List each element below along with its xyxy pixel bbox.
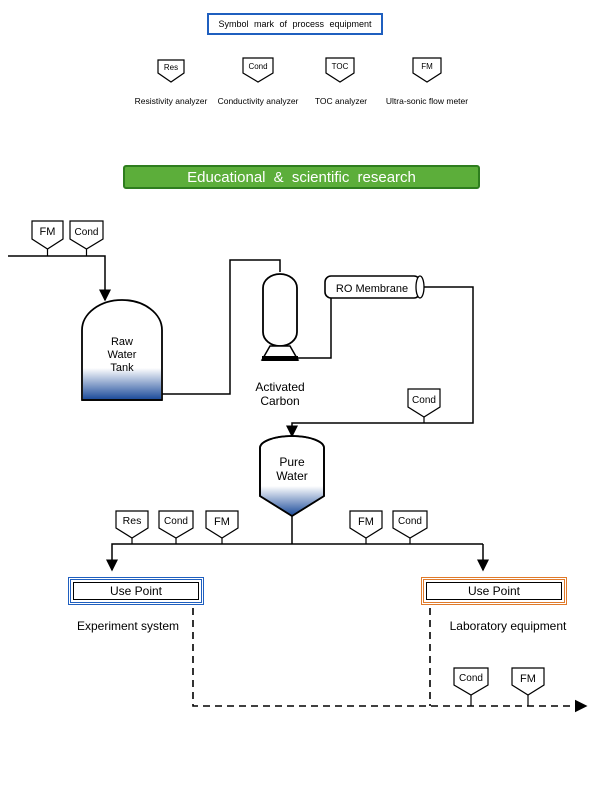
legend-title: Symbol mark of process equipment (207, 13, 383, 35)
inlet-fm-symbol: FM (31, 220, 64, 256)
legend-toc-symbol: TOC (325, 57, 355, 83)
raw-tank-label-3: Tank (110, 362, 134, 374)
section-banner: Educational & scientific research (123, 165, 480, 189)
activated-carbon-vessel (260, 273, 300, 361)
header-cond-tag-1: Cond (164, 516, 188, 527)
return-cond-symbol: Cond (453, 667, 489, 706)
legend-res-label: Resistivity analyzer (134, 96, 208, 106)
ro-membrane (324, 275, 425, 299)
header-res-symbol: Res (115, 510, 149, 544)
header-cond-tag-2: Cond (398, 516, 422, 527)
return-line-dashed (192, 608, 588, 713)
laboratory-equipment-caption: Laboratory equipment (449, 619, 567, 633)
pipe-carbon-to-ro (290, 287, 332, 359)
legend-cond-symbol: Cond (242, 57, 274, 83)
header-res-tag: Res (123, 515, 142, 527)
header-cond-symbol-2: Cond (392, 510, 428, 544)
header-fm-symbol-1: FM (205, 510, 239, 544)
header-fm-tag-2: FM (358, 516, 374, 528)
legend-toc-label: TOC analyzer (314, 96, 368, 106)
legend-fm-tag: FM (421, 62, 433, 71)
legend-fm-symbol: FM (412, 57, 442, 83)
carbon-label-1: Activated (255, 380, 304, 394)
header-fm-tag-1: FM (214, 516, 230, 528)
pure-tank-label-2: Water (276, 469, 308, 483)
return-fm-symbol: FM (511, 667, 545, 706)
ro-cond-symbol: Cond (407, 388, 441, 423)
use-point-laboratory: Use Point (421, 577, 567, 605)
legend-cond-label: Conductivity analyzer (217, 96, 299, 106)
header-pipe-left (106, 543, 483, 572)
ro-label: RO Membrane (336, 283, 408, 295)
legend-cond-tag: Cond (248, 62, 267, 71)
pipe-ro-to-pure (286, 286, 474, 438)
use-point-experiment: Use Point (68, 577, 204, 605)
raw-tank-label-2: Water (108, 349, 137, 361)
legend-toc-tag: TOC (332, 62, 349, 71)
inlet-pipe (8, 255, 111, 302)
return-cond-tag: Cond (459, 673, 483, 684)
carbon-label-2: Carbon (260, 394, 299, 408)
legend-res-symbol: Res (157, 59, 185, 83)
raw-tank-label-1: Raw (111, 336, 133, 348)
inlet-fm-tag: FM (40, 226, 56, 238)
pure-water-tank (259, 435, 325, 518)
pure-tank-label-1: Pure (279, 455, 305, 469)
inlet-cond-tag: Cond (75, 227, 99, 238)
ro-cond-tag: Cond (412, 395, 436, 406)
pipe-tank-to-carbon (162, 259, 281, 395)
header-cond-symbol-1: Cond (158, 510, 194, 544)
raw-water-tank (81, 299, 163, 401)
header-fm-symbol-2: FM (349, 510, 383, 544)
experiment-system-caption: Experiment system (76, 619, 180, 633)
legend-res-tag: Res (164, 63, 178, 72)
return-fm-tag: FM (520, 673, 536, 685)
inlet-cond-symbol: Cond (69, 220, 104, 256)
legend-fm-label: Ultra-sonic flow meter (385, 96, 469, 106)
